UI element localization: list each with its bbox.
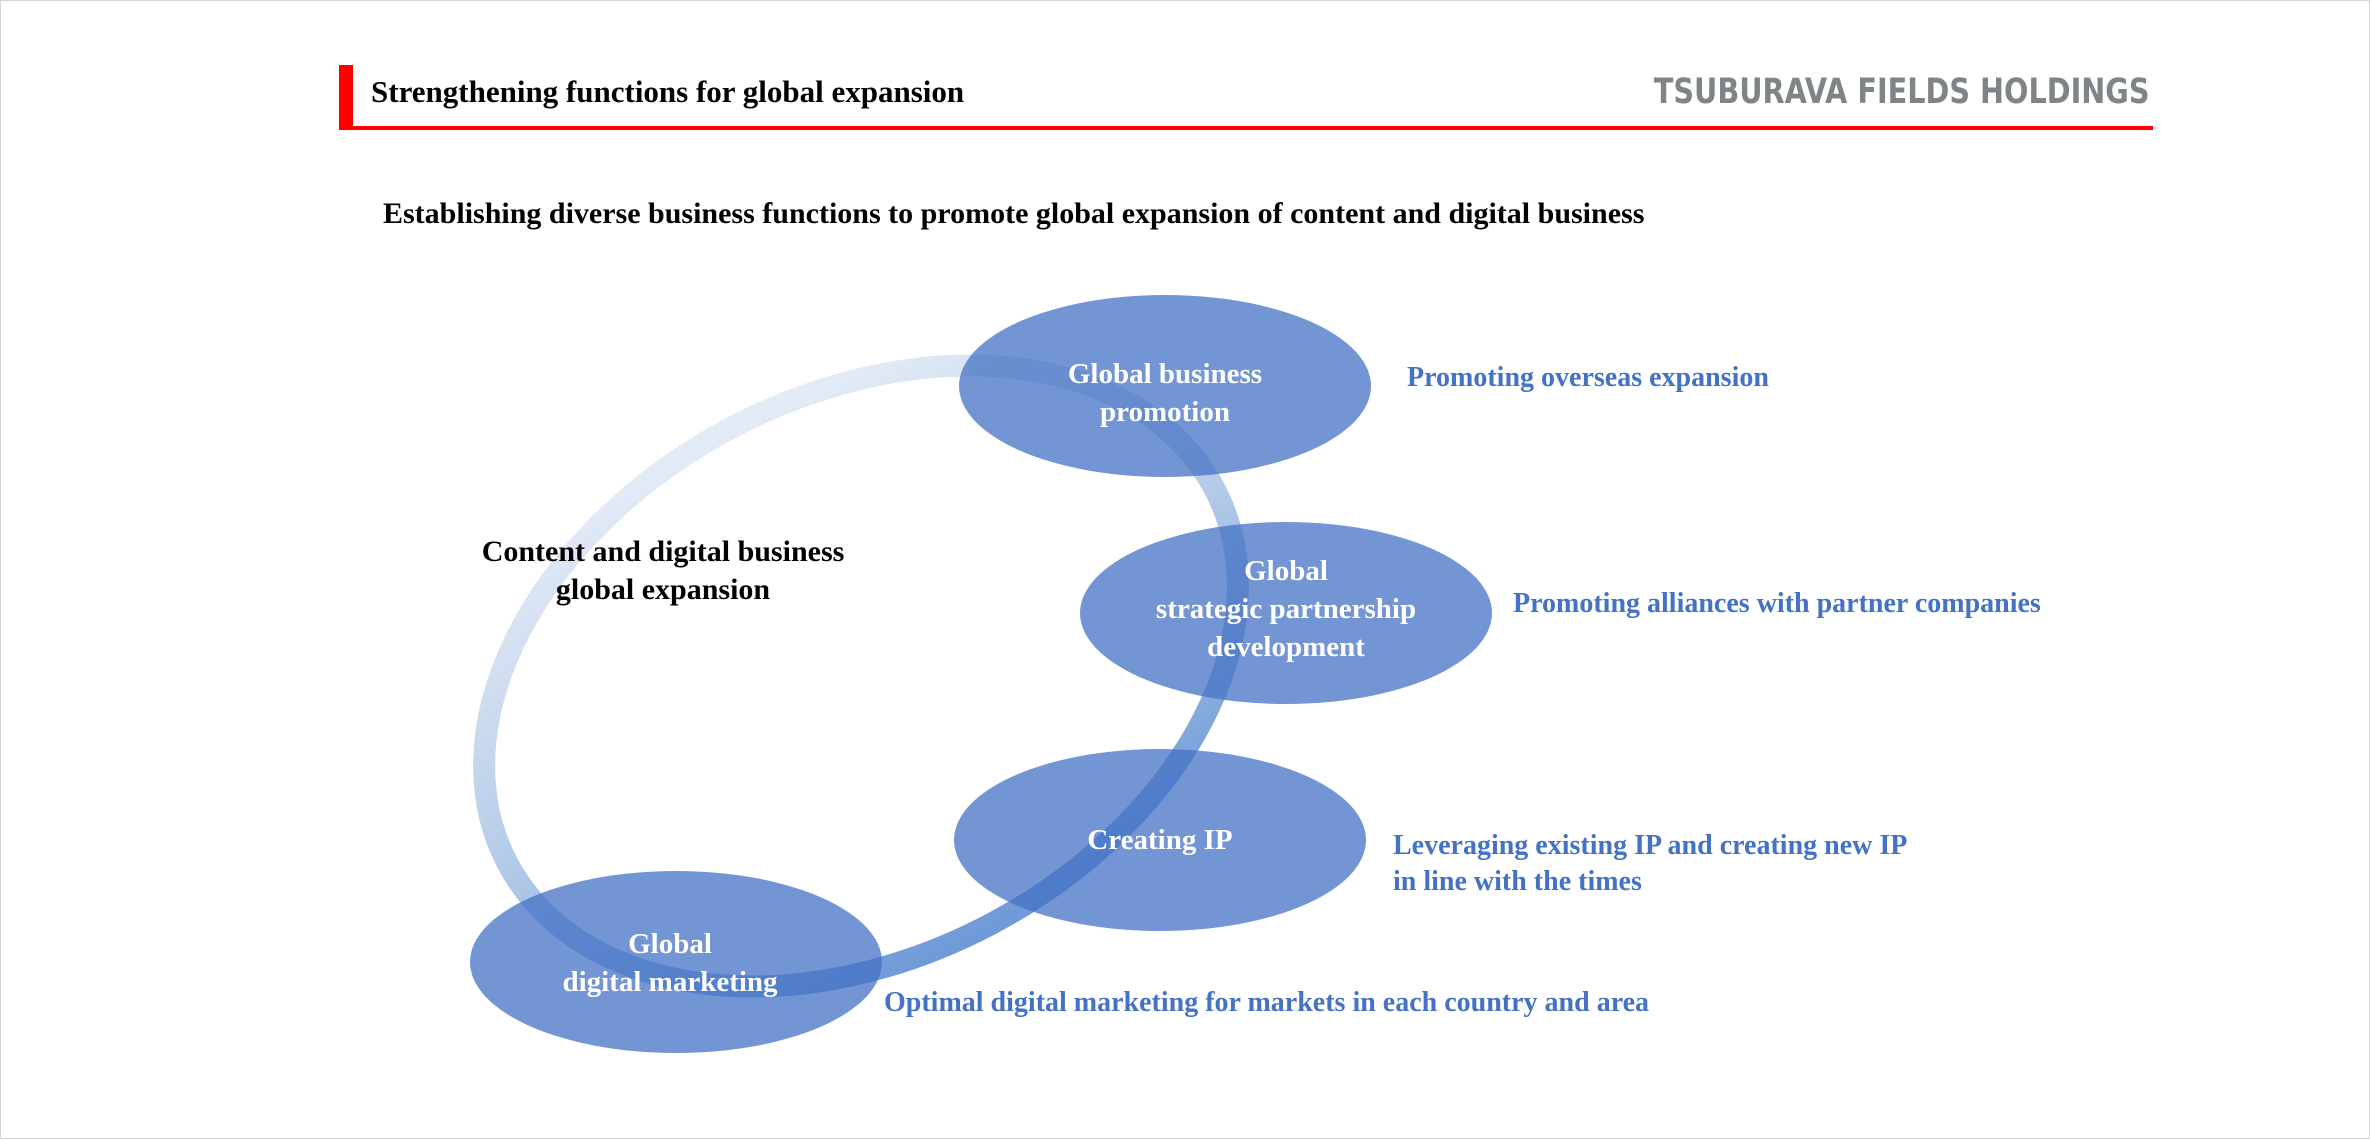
node-description: Promoting overseas expansion [1407,362,1769,393]
node-label-line: Global business [1068,358,1262,390]
node-description: Optimal digital marketing for markets in… [884,987,1649,1018]
node-ellipse [959,295,1371,477]
header-accent-bar [339,65,353,129]
node-label-line: Creating IP [1087,824,1232,856]
node-creating-ip: Creating IP Leveraging existing IP and c… [954,749,1907,931]
node-label-line: promotion [1100,396,1230,428]
node-label-line: development [1207,631,1365,663]
node-label-line: Global [1244,555,1328,587]
node-description: in line with the times [1393,866,1642,897]
brand-logo: TSUBURAVA FIELDS HOLDINGS [1653,72,2149,112]
subtitle: Establishing diverse business functions … [383,197,1645,230]
cycle-label-line1: Content and digital business [482,535,845,568]
node-global-strategic-partnership: Global strategic partnership development… [1080,522,2041,704]
cycle-label-line2: global expansion [556,573,771,606]
node-global-digital-marketing: Global digital marketing Optimal digital… [470,871,1649,1053]
node-label-line: Global [628,928,712,960]
page-title: Strengthening functions for global expan… [371,74,965,109]
node-global-business-promotion: Global business promotion Promoting over… [959,295,1769,477]
node-ellipse [470,871,882,1053]
node-description: Promoting alliances with partner compani… [1513,588,2041,619]
node-description: Leveraging existing IP and creating new … [1393,830,1907,861]
cycle-ring [473,354,1249,998]
node-ellipse [1080,522,1492,704]
node-label-line: digital marketing [562,966,778,998]
node-label-line: strategic partnership [1156,593,1416,625]
node-ellipse [954,749,1366,931]
header-divider [339,126,2153,130]
